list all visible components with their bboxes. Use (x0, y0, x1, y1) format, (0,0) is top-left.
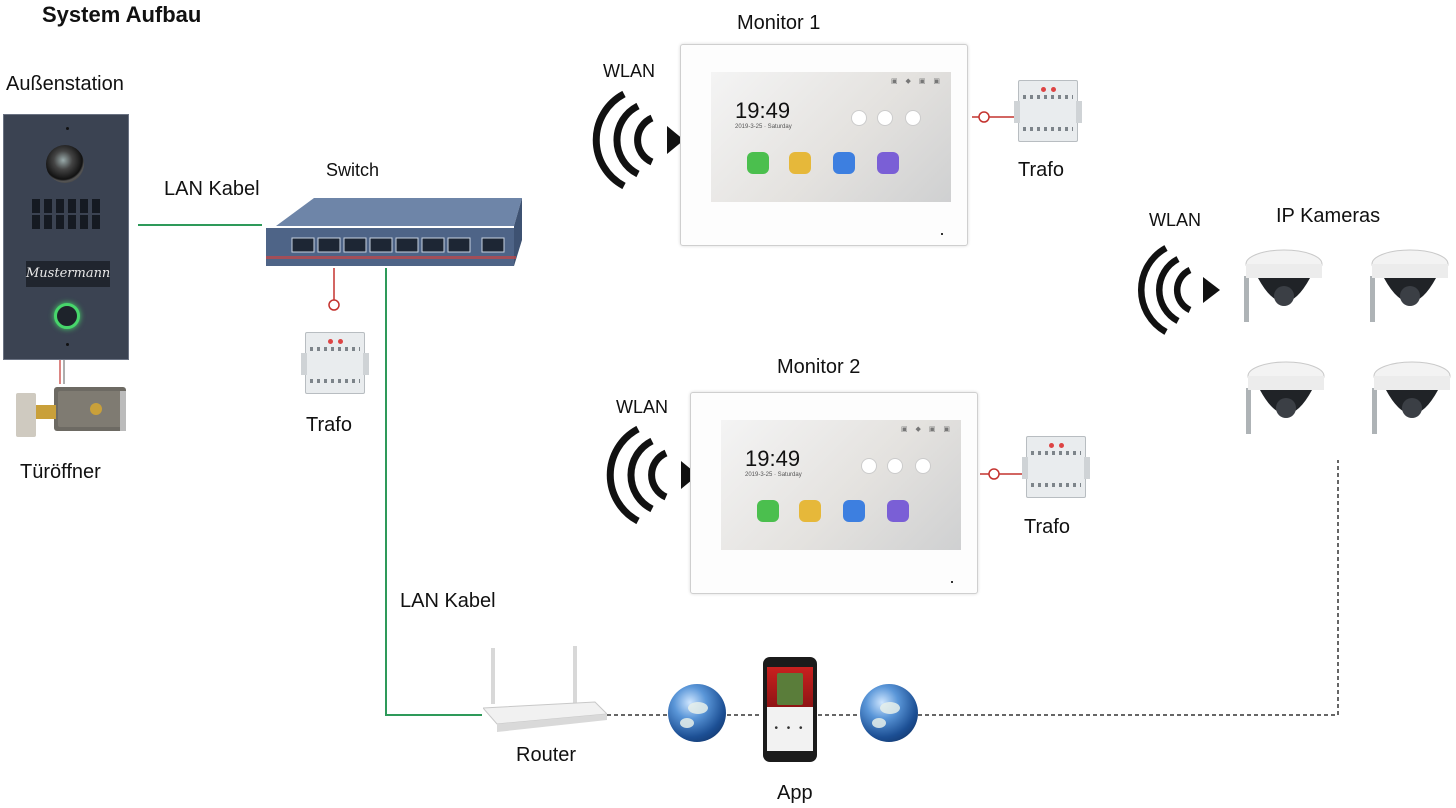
wlan-cameras-label: WLAN (1149, 210, 1202, 230)
power-connector-switch (328, 299, 340, 311)
monitor1-date: 2019-3-25 · Saturday (735, 124, 792, 130)
monitor2-time: 19:49 (745, 446, 801, 471)
power-connector-monitor1 (978, 111, 990, 123)
monitor1-label: Monitor 1 (737, 12, 821, 34)
lan-wire-switch-router (385, 268, 482, 716)
door-camera-lens (46, 145, 84, 183)
lan-cable-label-1: LAN Kabel (164, 178, 260, 200)
door-station: Mustermann (3, 114, 129, 360)
settings-app-icon (877, 152, 899, 174)
globe-icon (860, 684, 918, 742)
wifi-icon (592, 90, 684, 190)
trafo-monitor2-label: Trafo (1024, 516, 1070, 538)
dome-camera-icon (1372, 361, 1451, 434)
wifi-icon (1137, 245, 1220, 335)
dome-camera-icon (1244, 249, 1323, 322)
door-opener-lock-icon (16, 387, 126, 437)
monitor2-screen: ▣ ◆ ▣ ▣ 19:49 2019-3-25 · Saturday (721, 420, 961, 550)
network-switch-icon (266, 198, 522, 266)
diagram-title: System Aufbau (42, 2, 202, 27)
internet-link-globe-cameras (918, 460, 1339, 716)
trafo-monitor1-label: Trafo (1018, 159, 1064, 181)
settings-app-icon (887, 500, 909, 522)
monitor2-label: Monitor 2 (777, 356, 861, 378)
dome-camera-icon (1246, 361, 1325, 434)
speaker-grill (32, 199, 104, 213)
door-station-label: Außenstation (6, 73, 124, 95)
wlan-monitor2-label: WLAN (616, 397, 669, 417)
door-opener-label: Türöffner (20, 461, 101, 483)
router-icon (483, 646, 607, 732)
ip-cameras-label: IP Kameras (1276, 205, 1381, 227)
router-label: Router (516, 744, 577, 766)
message-app-icon (789, 152, 811, 174)
power-supply-monitor2 (1022, 436, 1090, 498)
wlan-monitor1-label: WLAN (603, 61, 656, 81)
globe-icon (668, 684, 726, 742)
power-supply-monitor1 (1014, 80, 1082, 142)
nameplate: Mustermann (26, 261, 110, 287)
app-label: App (777, 782, 813, 804)
power-supply-switch (301, 332, 369, 394)
monitor1-time: 19:49 (735, 98, 791, 123)
monitor-2: ▣ ◆ ▣ ▣ 19:49 2019-3-25 · Saturday (690, 392, 978, 594)
monitor1-screen: ▣ ◆ ▣ ▣ 19:49 2019-3-25 · Saturday (711, 72, 951, 202)
power-connector-monitor2 (988, 468, 1000, 480)
call-app-icon (747, 152, 769, 174)
live-view-app-icon (833, 152, 855, 174)
monitor2-date: 2019-3-25 · Saturday (745, 472, 802, 478)
smartphone-icon: • • • (763, 657, 817, 762)
call-button (54, 303, 80, 329)
trafo-switch-label: Trafo (306, 414, 352, 436)
live-view-app-icon (843, 500, 865, 522)
wifi-icon (606, 425, 698, 525)
monitor-1: ▣ ◆ ▣ ▣ 19:49 2019-3-25 · Saturday (680, 44, 968, 246)
call-app-icon (757, 500, 779, 522)
message-app-icon (799, 500, 821, 522)
dome-camera-icon (1370, 249, 1449, 322)
switch-label: Switch (326, 160, 380, 180)
lan-cable-label-2: LAN Kabel (400, 590, 496, 612)
